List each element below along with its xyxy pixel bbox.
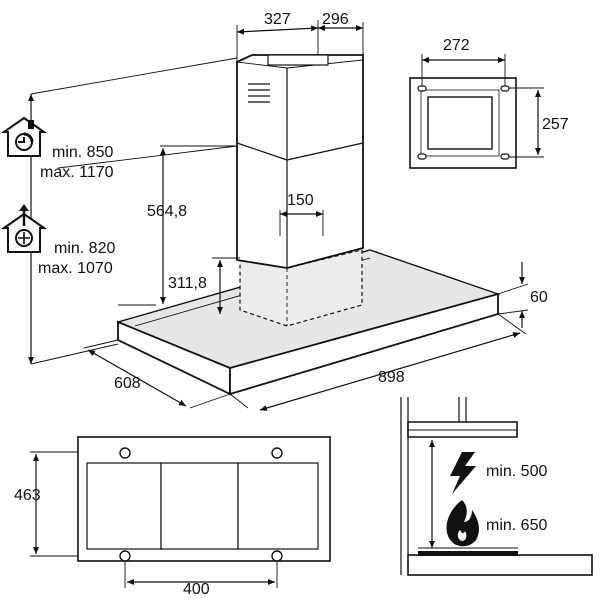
mount-hole <box>119 550 131 562</box>
filter-panel <box>237 462 319 550</box>
bracket-view <box>409 77 517 169</box>
chimney-top-opening <box>267 54 329 66</box>
extraction-max: max. 1170 <box>40 164 114 181</box>
mount-hole <box>271 550 283 562</box>
recirculation-max: max. 1070 <box>38 260 113 277</box>
bracket-slot <box>500 153 510 160</box>
extraction-min: min. 850 <box>52 144 113 161</box>
electric-min: min. 500 <box>486 463 547 480</box>
bracket-slot <box>417 153 427 160</box>
mount-hole <box>271 447 283 459</box>
recirculation-mode-icon <box>0 204 48 253</box>
label-lower-chimney: 311,8 <box>168 275 207 292</box>
gas-flame-icon <box>446 500 479 547</box>
dim-canopy-width: 898 <box>229 313 527 411</box>
recirculation-min: min. 820 <box>54 240 115 257</box>
label-bottom-holes: 400 <box>183 581 210 594</box>
hood-side <box>407 421 518 438</box>
counter-top <box>407 554 593 576</box>
label-bracket-width: 272 <box>443 37 470 54</box>
label-chimney-width: 327 <box>264 11 291 28</box>
label-bracket-height: 257 <box>542 116 569 133</box>
label-canopy-depth: 608 <box>114 375 141 392</box>
filter-panel <box>160 462 239 550</box>
filter-panel <box>86 462 162 550</box>
bottom-view <box>77 436 331 562</box>
side-view <box>400 397 593 576</box>
cooktop <box>418 551 518 556</box>
label-bottom-depth: 463 <box>14 487 41 504</box>
chimney <box>236 54 364 269</box>
label-canopy-width: 898 <box>378 369 405 386</box>
extraction-mode-icon <box>0 116 48 157</box>
label-canopy-thickness: 60 <box>530 289 548 306</box>
bracket-slot <box>500 85 510 92</box>
chimney-vents <box>248 83 270 103</box>
dim-canopy-thickness: 60 <box>497 262 548 328</box>
dim-chimney-height: 564,8 <box>118 145 237 306</box>
label-chimney-depth: 296 <box>322 11 349 28</box>
dim-canopy-depth: 608 <box>83 339 231 409</box>
bracket-slot <box>417 85 427 92</box>
electric-hob-icon <box>450 452 476 494</box>
label-chimney-height: 564,8 <box>147 203 187 220</box>
dim-duct: 150 <box>279 192 324 236</box>
gas-min: min. 650 <box>486 517 547 534</box>
dim-bracket: 272 257 <box>421 37 569 158</box>
label-duct-diameter: 150 <box>287 192 314 209</box>
dim-chimney-top: 327 296 <box>236 11 364 62</box>
mount-hole <box>119 447 131 459</box>
dim-lower-chimney: 311,8 <box>168 257 240 314</box>
